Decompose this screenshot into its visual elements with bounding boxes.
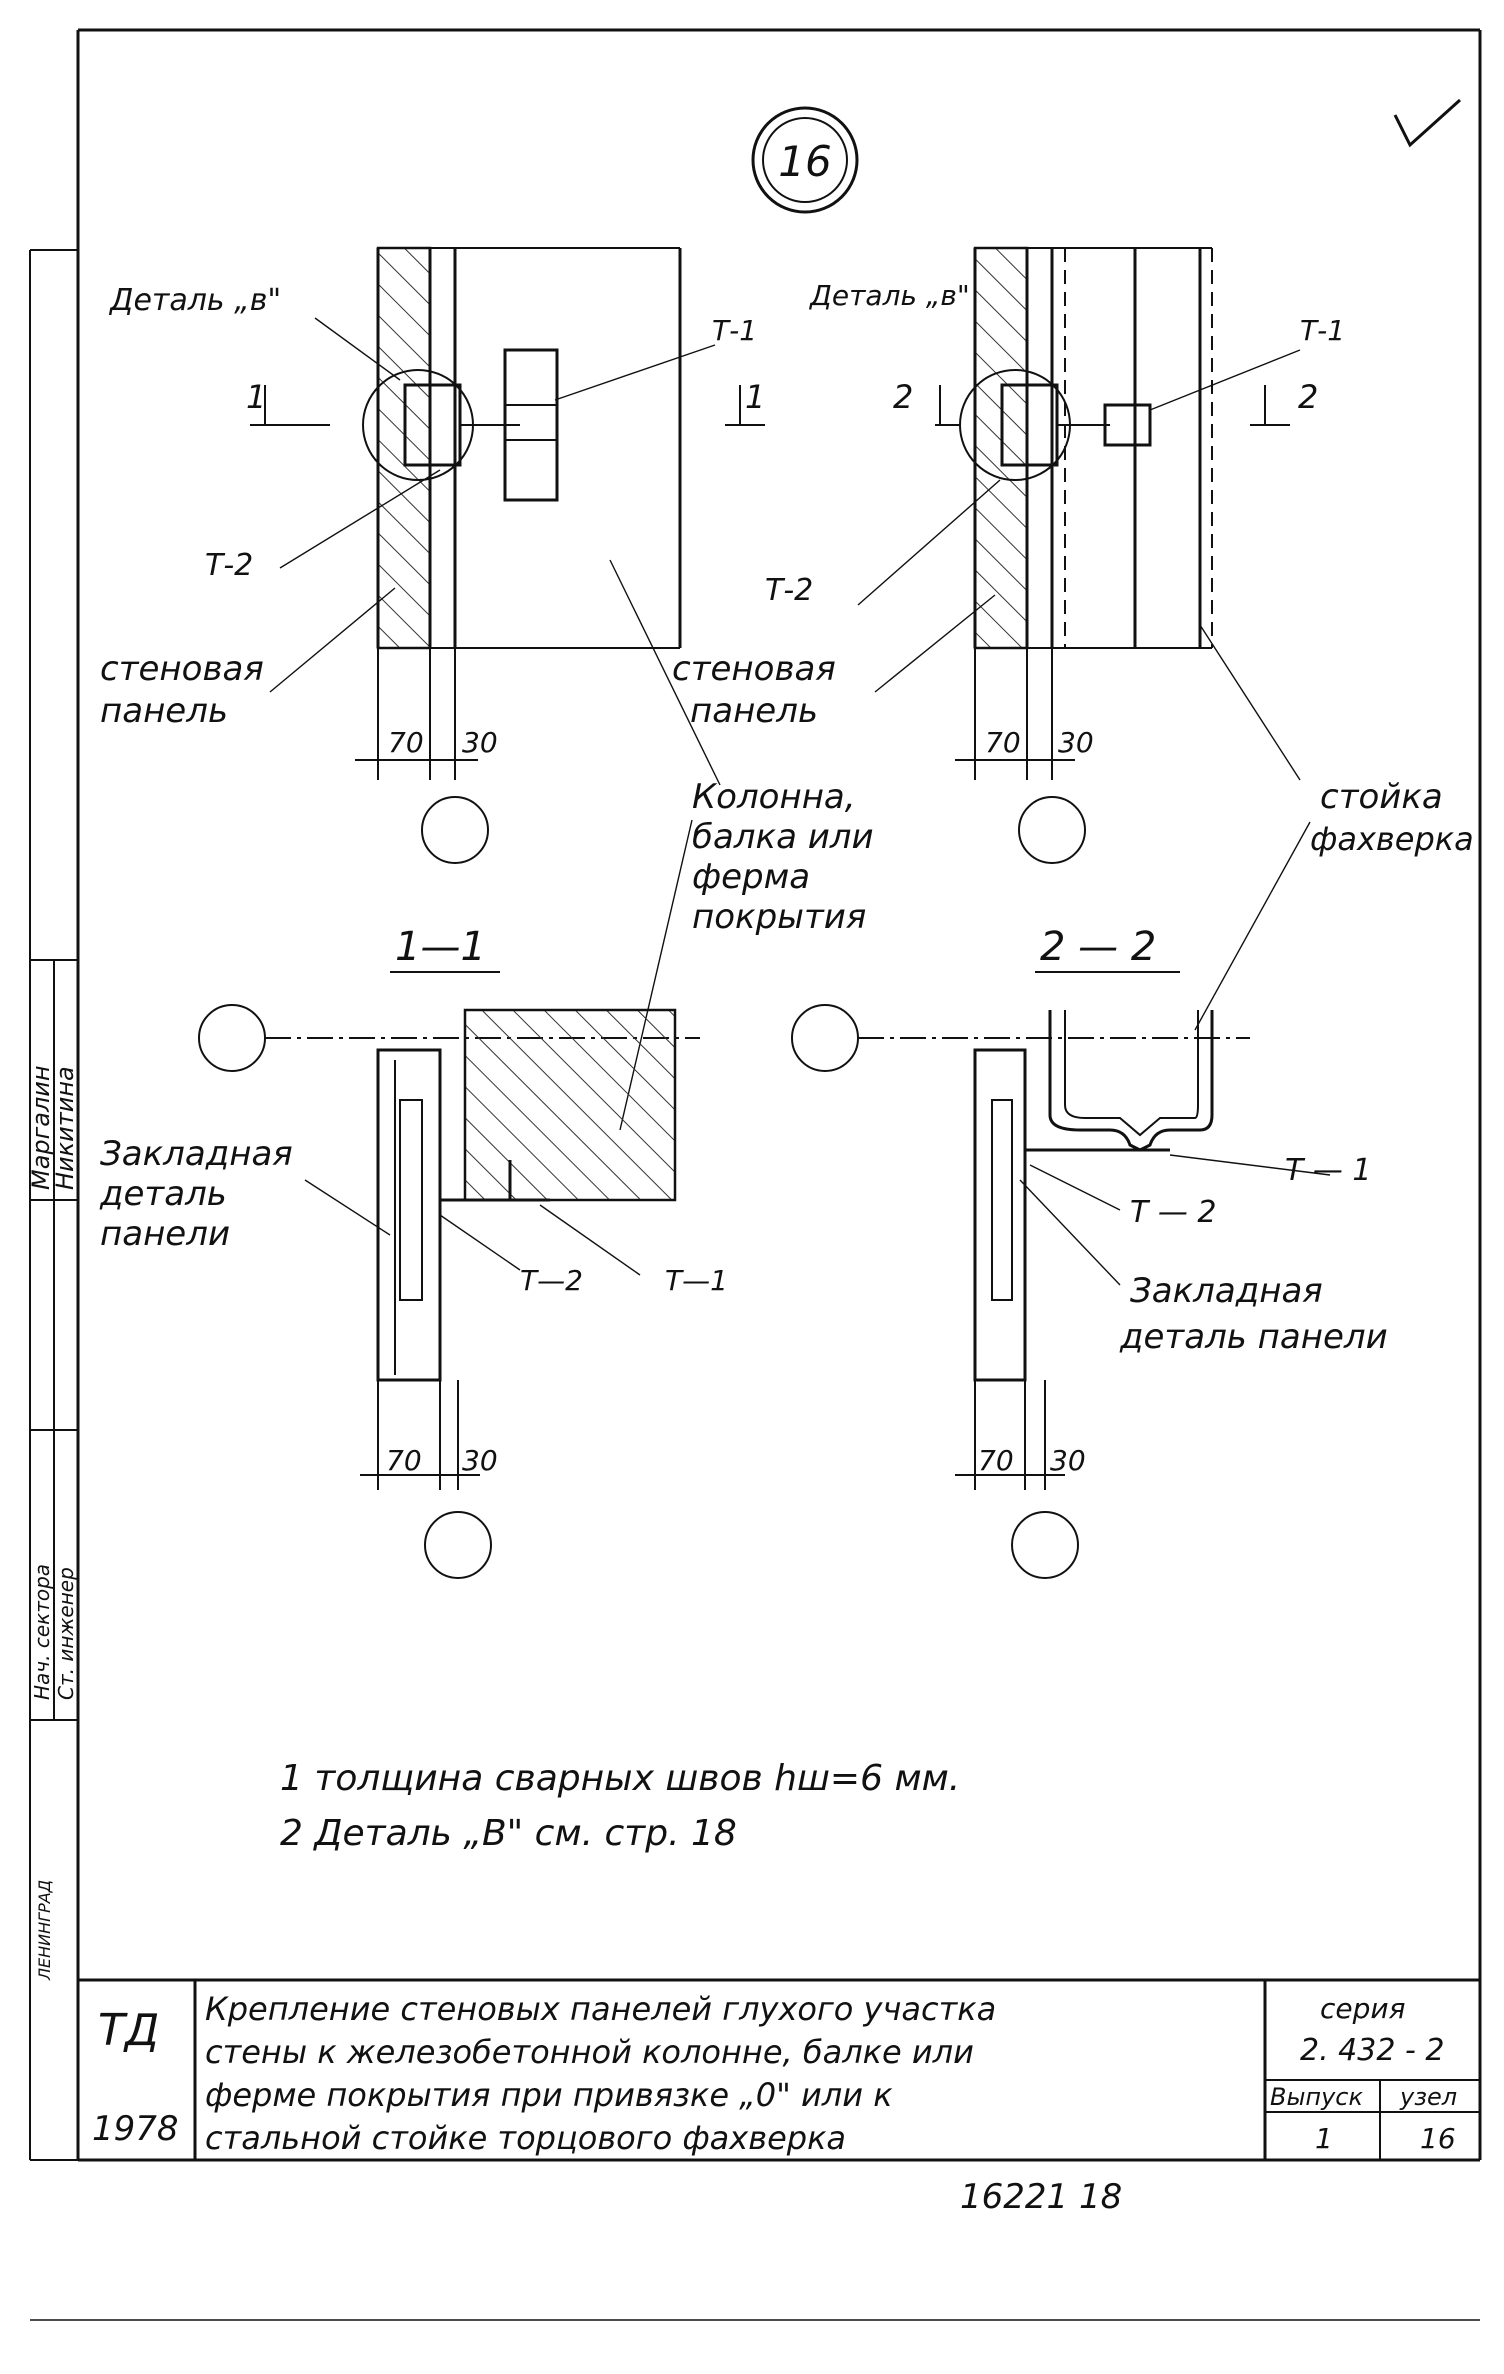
post-callout-2: фахверка [1310, 820, 1474, 858]
embed-callout-1-line1: Закладная [100, 1134, 293, 1174]
panel-label-right-1: стеновая [672, 649, 836, 689]
side-stamp: Нач. сектора Ст. инженер Маргалин Никити… [27, 959, 79, 1981]
dim-30-top-right: 30 [1058, 726, 1094, 759]
detail-label-right: Деталь „в" [808, 279, 970, 312]
section-mark-2-left: 2 [893, 378, 913, 416]
check-mark-icon [1393, 98, 1462, 148]
title-block [78, 1978, 1480, 2162]
embed-callout-2-line1: Закладная [1130, 1271, 1323, 1311]
section-mark-1-right: 1 [745, 378, 765, 416]
node-value: 16 [1420, 2122, 1456, 2155]
title-year: 1978 [92, 2109, 179, 2149]
weld-label-section2-a: Т — 1 [1285, 1153, 1371, 1188]
title-desc-1: Крепление стеновых панелей глухого участ… [205, 1990, 996, 2028]
column-callout-4: покрытия [692, 897, 866, 937]
section-1-title: 1—1 [395, 924, 486, 970]
detail-label-left: Деталь „в" [108, 283, 281, 318]
dim-70-section1: 70 [386, 1444, 422, 1477]
stamp-city: ЛЕНИНГРАД [35, 1880, 54, 1981]
detail-top-right [857, 246, 1301, 864]
dim-70-section2: 70 [978, 1444, 1014, 1477]
column-callout-3: ферма [692, 857, 810, 897]
embed-callout-2-line2: деталь панели [1119, 1317, 1388, 1357]
weld-label-t1-top-right: Т-1 [1300, 314, 1345, 347]
series-label: серия [1320, 1992, 1405, 2025]
sheet-number-badge: 16 [751, 106, 859, 214]
footer-code: 16221 18 [960, 2177, 1122, 2217]
issue-value: 1 [1315, 2122, 1333, 2155]
stamp-name-2: Никитина [51, 1066, 79, 1190]
section-1-drawing [198, 1004, 700, 1579]
weld-label-t2-top-left: Т-2 [205, 548, 253, 583]
note-line-2: 2 Деталь „В" см. стр. 18 [280, 1813, 737, 1854]
note-line-1: 1 толщина сварных швов hш=6 мм. [280, 1758, 960, 1799]
embed-callout-1-line3: панели [100, 1214, 230, 1254]
title-desc-2: стены к железобетонной колонне, балке ил… [205, 2033, 974, 2071]
section-mark-1-left: 1 [246, 378, 266, 416]
weld-label-section1-b: Т—1 [665, 1264, 728, 1297]
dim-30-section1: 30 [462, 1444, 498, 1477]
title-org: ТД [98, 2005, 159, 2056]
section-2-drawing [791, 1004, 1331, 1579]
weld-label-section1-a: Т—2 [520, 1264, 583, 1297]
detail-top-left [250, 246, 765, 864]
panel-label-left-1: стеновая [100, 649, 264, 689]
stamp-role-2: Ст. инженер [54, 1567, 78, 1700]
post-callout-1: стойка [1320, 777, 1443, 817]
stamp-role-1: Нач. сектора [30, 1564, 54, 1700]
panel-label-left-2: панель [100, 691, 228, 731]
series-value: 2. 432 - 2 [1300, 2033, 1444, 2068]
dim-70-top-right: 70 [985, 726, 1021, 759]
weld-label-t2-top-right: Т-2 [765, 573, 813, 608]
post-leader [1194, 821, 1311, 1031]
stamp-name-1: Маргалин [27, 1065, 55, 1190]
column-callout-1: Колонна, [692, 777, 856, 817]
panel-label-right-2: панель [690, 691, 818, 731]
title-desc-3: ферме покрытия при привязке „0" или к [205, 2076, 893, 2114]
dim-30-section2: 30 [1050, 1444, 1086, 1477]
section-mark-2-right: 2 [1298, 378, 1318, 416]
column-callout-2: балка или [692, 817, 874, 857]
dim-30-top-left: 30 [462, 726, 498, 759]
sheet-frame [29, 28, 1482, 2161]
section-2-title: 2 — 2 [1040, 924, 1156, 970]
weld-label-section2-b: Т — 2 [1130, 1195, 1216, 1230]
sheet-number: 16 [778, 137, 831, 186]
embed-callout-1-line2: деталь [99, 1174, 227, 1214]
issue-label: Выпуск [1270, 2083, 1364, 2111]
weld-label-t1-top-left: Т-1 [712, 314, 757, 347]
dim-70-top-left: 70 [388, 726, 424, 759]
title-desc-4: стальной стойке торцового фахверка [205, 2119, 846, 2157]
node-label: узел [1399, 2083, 1457, 2111]
